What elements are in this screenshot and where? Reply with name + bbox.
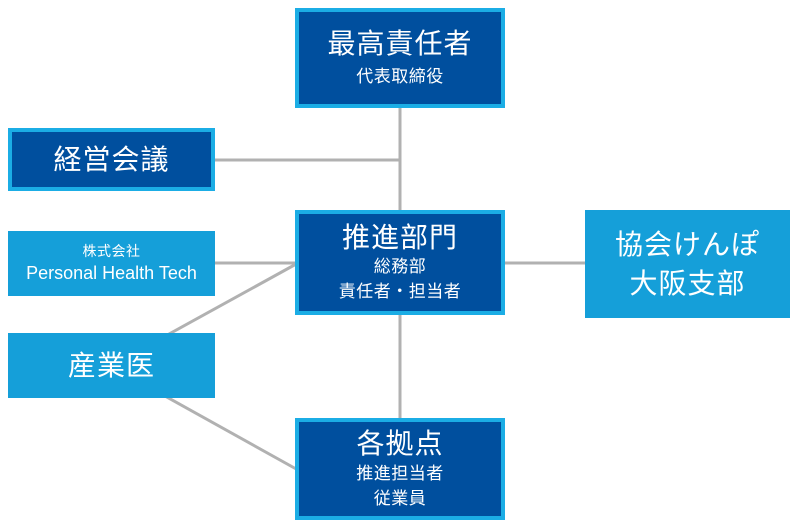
kenpo-line1: 協会けんぽ xyxy=(614,228,760,260)
kenpo-line2: 大阪支部 xyxy=(629,268,746,299)
promotion-line2: 総務部 xyxy=(373,257,427,277)
board-title: 経営会議 xyxy=(53,143,170,175)
node-personal-health-tech: 株式会社 Personal Health Tech xyxy=(8,231,215,296)
node-promotion-department: 推進部門 総務部 責任者・担当者 xyxy=(295,210,505,315)
physician-title: 産業医 xyxy=(67,349,155,381)
node-occupational-physician: 産業医 xyxy=(8,333,215,398)
promotion-line3: 責任者・担当者 xyxy=(338,282,462,302)
node-each-site: 各拠点 推進担当者 従業員 xyxy=(295,418,505,520)
sites-title: 各拠点 xyxy=(356,428,444,460)
chief-subtitle: 代表取締役 xyxy=(356,67,444,87)
sites-line3: 従業員 xyxy=(373,488,427,508)
node-chief-executive: 最高責任者 代表取締役 xyxy=(295,8,505,108)
company-line2: Personal Health Tech xyxy=(26,262,197,283)
sites-line2: 推進担当者 xyxy=(356,463,444,483)
chief-title: 最高責任者 xyxy=(327,27,473,59)
promotion-title: 推進部門 xyxy=(341,221,458,253)
node-kyokai-kenpo-osaka: 協会けんぽ 大阪支部 xyxy=(585,210,790,318)
company-line1: 株式会社 xyxy=(82,242,141,259)
node-management-meeting: 経営会議 xyxy=(8,128,215,191)
